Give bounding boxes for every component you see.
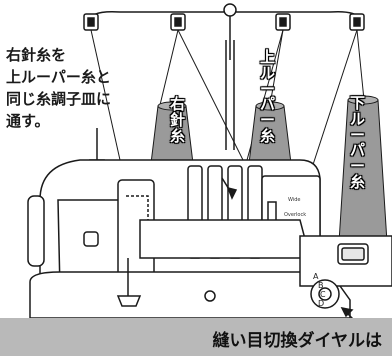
thread-stand: [83, 3, 365, 150]
dial-letter-d: D: [318, 299, 325, 308]
spool-label-char: パ: [350, 141, 366, 160]
instruction-line-3: 同じ糸調子皿に: [6, 90, 112, 108]
spool-label-char: ル: [260, 63, 276, 82]
spool-label-char: 右: [170, 95, 186, 113]
machine-body: [27, 159, 392, 319]
spool-label-char: ル: [350, 109, 366, 128]
instruction-line-2: 上ルーパー糸と: [6, 68, 111, 86]
spool-label-char: 上: [260, 48, 276, 66]
bottom-caption: 縫い目切換ダイヤルは: [212, 331, 383, 351]
spool-label-char: 糸: [350, 172, 366, 191]
spool-label-char: パ: [260, 95, 276, 114]
overlock-label: Overlock: [284, 212, 307, 218]
wide-label: Wide: [288, 197, 301, 203]
spool-lower-looper: [337, 95, 389, 259]
spool-label-char: ー: [350, 125, 366, 144]
thread-arrow: [221, 177, 238, 200]
spool-label-char: ー: [260, 79, 276, 98]
spool-label-char: 糸: [260, 126, 276, 145]
dial-letter-b: B: [318, 281, 324, 290]
caption-bar: [0, 318, 392, 356]
instruction-line-4: 通す。: [6, 112, 50, 130]
dial-letter-c: C: [320, 290, 326, 299]
spool-label-char: ー: [260, 111, 276, 129]
spool-label-upper-looper: 上ルーパー糸: [260, 48, 276, 145]
instruction-line-1: 右針糸を: [6, 46, 67, 64]
spool-label-char: 針: [170, 110, 186, 129]
instruction-note: 右針糸を 上ルーパー糸と 同じ糸調子皿に 通す。: [6, 44, 111, 132]
spool-label-lower-looper: 下ルーパー糸: [350, 94, 366, 191]
spool-label-char: 下: [350, 94, 366, 112]
spool-label-right-needle: 右針糸: [170, 95, 186, 145]
dial-letter-a: A: [313, 272, 319, 281]
spool-label-char: ー: [350, 157, 366, 175]
threads: [90, 29, 365, 181]
spool-label-char: 糸: [170, 126, 186, 145]
